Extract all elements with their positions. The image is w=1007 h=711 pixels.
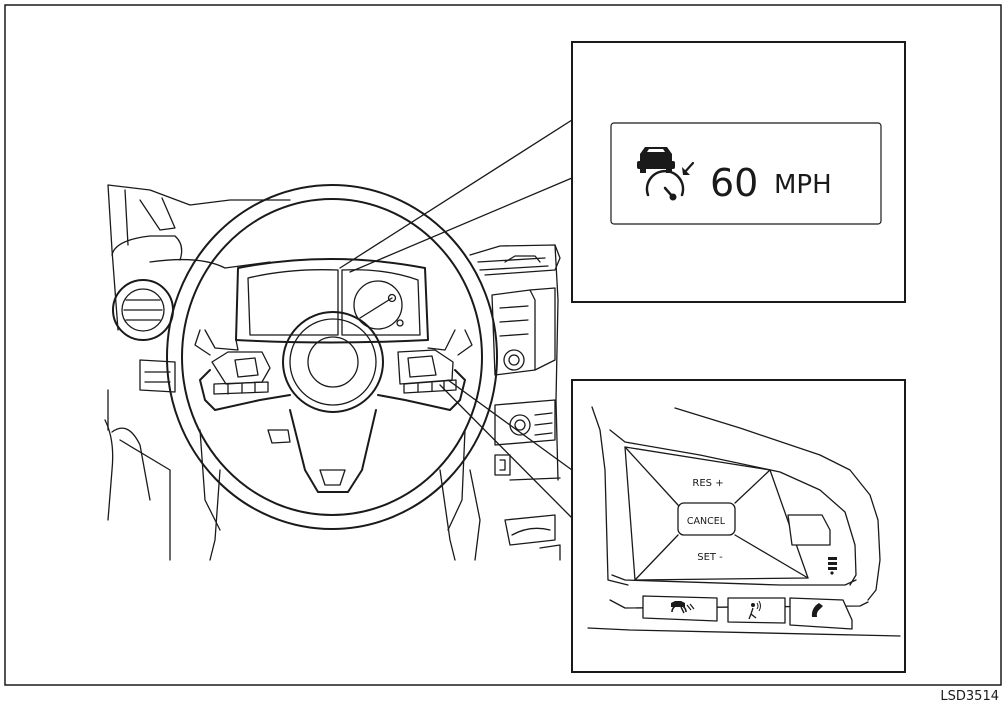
- cancel-button[interactable]: CANCEL: [677, 502, 736, 536]
- set-speed-value: 60: [710, 161, 758, 205]
- cancel-label: CANCEL: [687, 516, 726, 527]
- callout-leader-lines: [339, 119, 573, 519]
- side-switch-button[interactable]: [787, 514, 831, 546]
- voice-recognition-icon: [748, 600, 761, 620]
- set-speed-unit: MPH: [774, 170, 832, 200]
- steering-assist-icon: [671, 601, 695, 614]
- res-plus-button[interactable]: RES +: [630, 452, 765, 505]
- set-minus-label: SET -: [697, 552, 723, 563]
- dashboard-drawing: [104, 184, 561, 561]
- distance-icon: [828, 557, 837, 575]
- set-minus-button[interactable]: SET -: [640, 535, 800, 577]
- speed-display-panel: [610, 122, 882, 225]
- res-plus-label: RES +: [692, 478, 723, 489]
- outer-border: [4, 4, 1002, 686]
- steering-switch-housing: [587, 406, 901, 637]
- phone-button[interactable]: [789, 597, 853, 630]
- cruise-set-speed-icon: [637, 147, 695, 201]
- steering-assist-button[interactable]: [642, 595, 718, 622]
- figure-code: LSD3514: [940, 689, 999, 704]
- phone-icon: [811, 603, 823, 617]
- voice-recognition-button[interactable]: [727, 597, 786, 624]
